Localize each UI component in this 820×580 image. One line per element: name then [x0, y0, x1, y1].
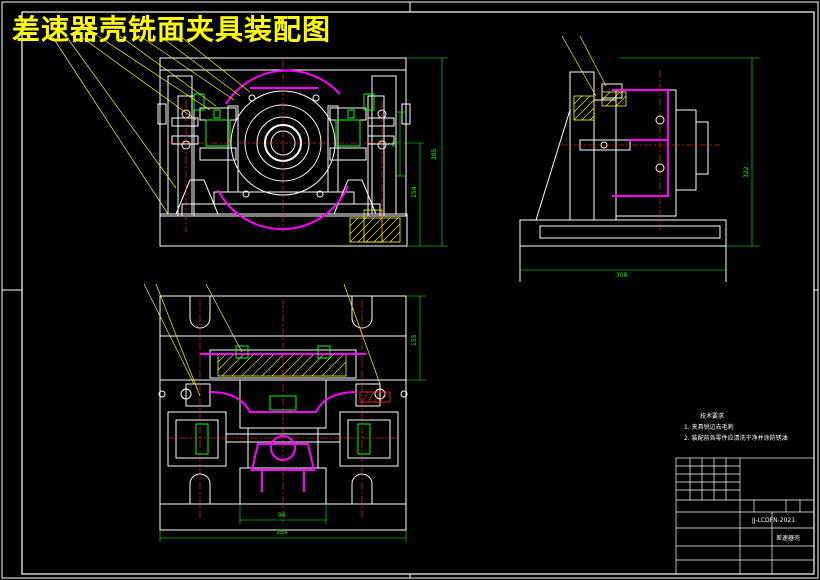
- dim-plan-width-outer: 354: [276, 529, 288, 536]
- plan-view: 354 96 155: [143, 283, 426, 542]
- front-view: 285 154 70: [51, 35, 448, 247]
- title-block-drawing-name: 差速器壳: [776, 534, 800, 542]
- side-hatch: [573, 91, 627, 121]
- dim-side-width: 308: [616, 272, 628, 279]
- drawing-title: 差速器壳铣面夹具装配图: [12, 13, 332, 46]
- dim-front-height-total: 285: [431, 148, 438, 160]
- technical-note-item: 2. 装配前各零件应清洗干净并涂防锈油: [684, 435, 788, 442]
- dim-plan-width-inner: 96: [278, 512, 286, 519]
- front-hatch: [349, 209, 401, 243]
- technical-notes-heading: 技术要求: [700, 413, 725, 420]
- dim-front-height-small: 70: [392, 140, 399, 148]
- dim-front-height-lower: 154: [411, 186, 418, 198]
- technical-notes: 技术要求 1. 夹具锐边去毛刺 2. 装配前各零件应清洗干净并涂防锈油: [684, 411, 788, 444]
- dim-plan-height: 155: [411, 334, 418, 346]
- technical-note-item: 1. 夹具锐边去毛刺: [684, 424, 734, 431]
- title-block-part-code: JJ-LCDFN-2021: [751, 517, 795, 524]
- dim-side-height: 322: [743, 166, 750, 178]
- title-block: [675, 457, 815, 575]
- side-view: 322 308: [519, 35, 760, 282]
